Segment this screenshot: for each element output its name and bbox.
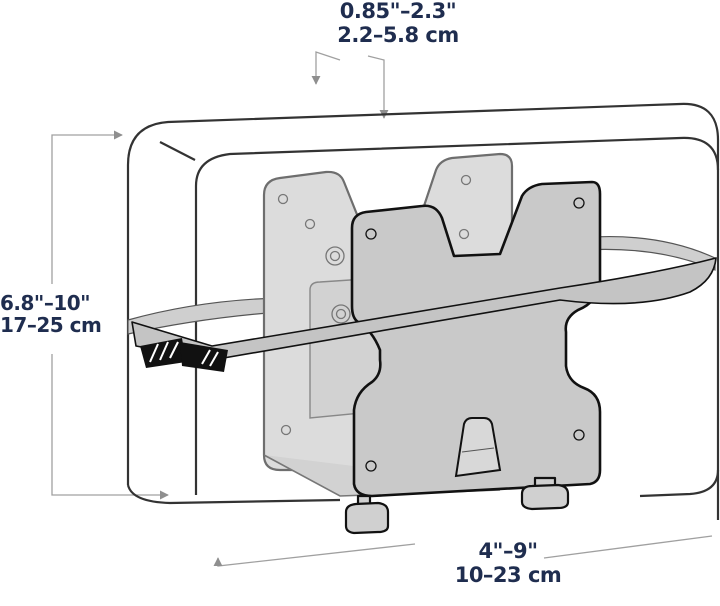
depth-metric: 2.2–5.8 cm [337, 22, 459, 47]
depth-dimension-left [311, 51, 341, 85]
strap-buckle-icon [140, 338, 228, 372]
bracket-slot [454, 417, 502, 478]
height-dimension-top [51, 130, 123, 284]
dimension-lines [51, 51, 713, 567]
width-imperial: 4"–9" [478, 539, 538, 563]
depth-imperial: 0.85"–2.3" [339, 0, 457, 23]
depth-dimension-right [367, 55, 389, 119]
height-imperial: 6.8"–10" [0, 291, 91, 315]
width-dimension-label: 4"–9" 10–23 cm [418, 539, 598, 587]
width-dimension-left [217, 543, 416, 567]
width-metric: 10–23 cm [454, 562, 562, 587]
front-bracket [350, 180, 602, 498]
width-dimension-right [543, 535, 713, 559]
adjustment-feet [344, 476, 570, 535]
height-metric: 17–25 cm [0, 313, 102, 338]
height-dimension-label: 6.8"–10" 17–25 cm [0, 292, 112, 337]
front-bracket-holes [365, 197, 585, 472]
depth-dimension-label: 0.85"–2.3" 2.2–5.8 cm [318, 0, 478, 47]
device-outline [126, 102, 720, 520]
height-dimension-bottom [51, 354, 169, 500]
